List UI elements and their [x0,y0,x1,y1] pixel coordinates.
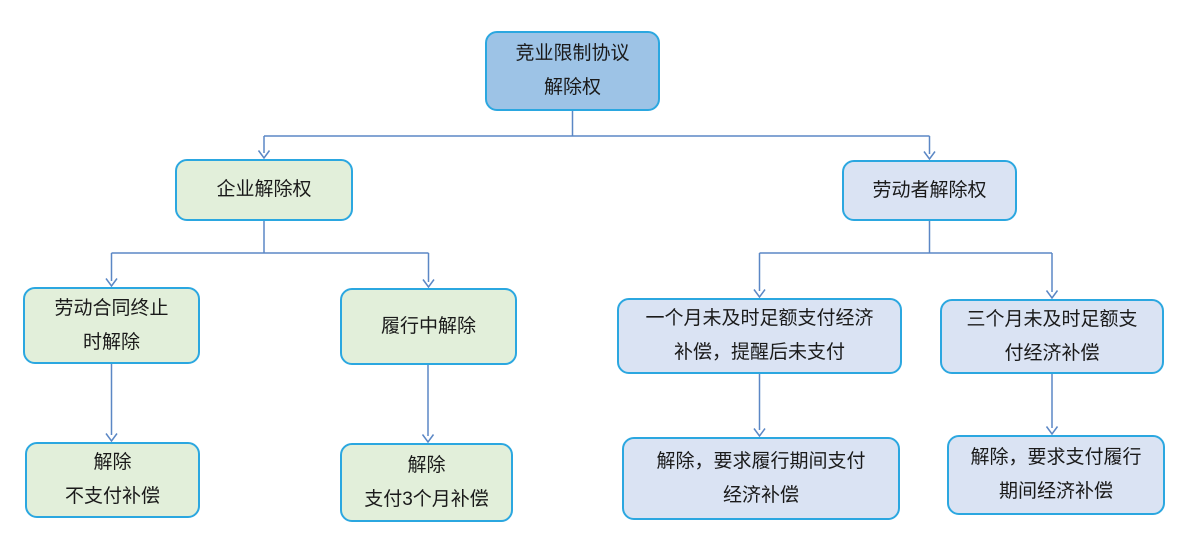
node-laborer-line-1: 劳动者解除权 [872,179,987,201]
node-one-month-result-line-1: 解除，要求履行期间支付 [656,450,866,472]
connector-enterprise-split [110,221,430,282]
arrowhead-one-month-result [753,428,766,438]
node-three-month: 三个月未及时足额支 付经济补偿 [940,299,1164,374]
node-during-performance-result-line-2: 支付3个月补偿 [364,488,489,510]
node-root-line-1: 竞业限制协议 [515,43,630,64]
node-three-month-result-line-2: 期间经济补偿 [998,481,1113,502]
node-during-performance: 履行中解除 [340,288,517,365]
node-during-performance-result: 解除 支付3个月补偿 [340,443,513,522]
node-one-month-result: 解除，要求履行期间支付 经济补偿 [622,437,900,520]
arrowhead-three-month-result [1045,426,1059,436]
node-three-month-line-1: 三个月未及时足额支 [966,308,1138,330]
node-one-month: 一个月未及时足额支付经济 补偿，提醒后未支付 [617,298,902,374]
arrowhead-to-one-month [753,289,766,299]
node-during-performance-result-line-1: 解除 [407,454,446,476]
node-laborer: 劳动者解除权 [842,160,1017,221]
node-root-line-2: 解除权 [543,77,601,98]
arrowhead-to-during-performance [422,279,435,289]
node-contract-end-result: 解除 不支付补偿 [25,442,200,518]
node-contract-end-line-1: 劳动合同终止 [54,297,169,319]
node-contract-end: 劳动合同终止 时解除 [23,287,200,364]
node-enterprise-line-1: 企业解除权 [216,179,312,200]
node-three-month-result: 解除，要求支付履行 期间经济补偿 [947,435,1165,515]
node-contract-end-result-line-2: 不支付补偿 [64,486,160,507]
arrowhead-to-enterprise [257,150,271,160]
arrowhead-during-performance-result [421,434,435,444]
node-one-month-line-1: 一个月未及时足额支付经济 [645,308,874,329]
node-three-month-line-2: 付经济补偿 [1004,342,1100,364]
arrowhead-to-contract-end [105,278,118,288]
connector-root-split [263,111,931,154]
connector-laborer-split [758,221,1053,292]
node-enterprise: 企业解除权 [175,159,353,221]
node-three-month-result-line-1: 解除，要求支付履行 [970,447,1142,468]
node-contract-end-line-2: 时解除 [82,331,140,353]
arrowhead-to-three-month [1045,290,1059,300]
node-contract-end-result-line-1: 解除 [93,452,132,473]
node-one-month-result-line-2: 经济补偿 [722,484,799,506]
arrowhead-contract-end-result [105,433,118,443]
node-one-month-line-2: 补偿，提醒后未支付 [673,342,845,363]
node-during-performance-line-1: 履行中解除 [380,315,476,337]
arrowhead-to-laborer [923,151,936,161]
node-root: 竞业限制协议 解除权 [485,31,660,111]
